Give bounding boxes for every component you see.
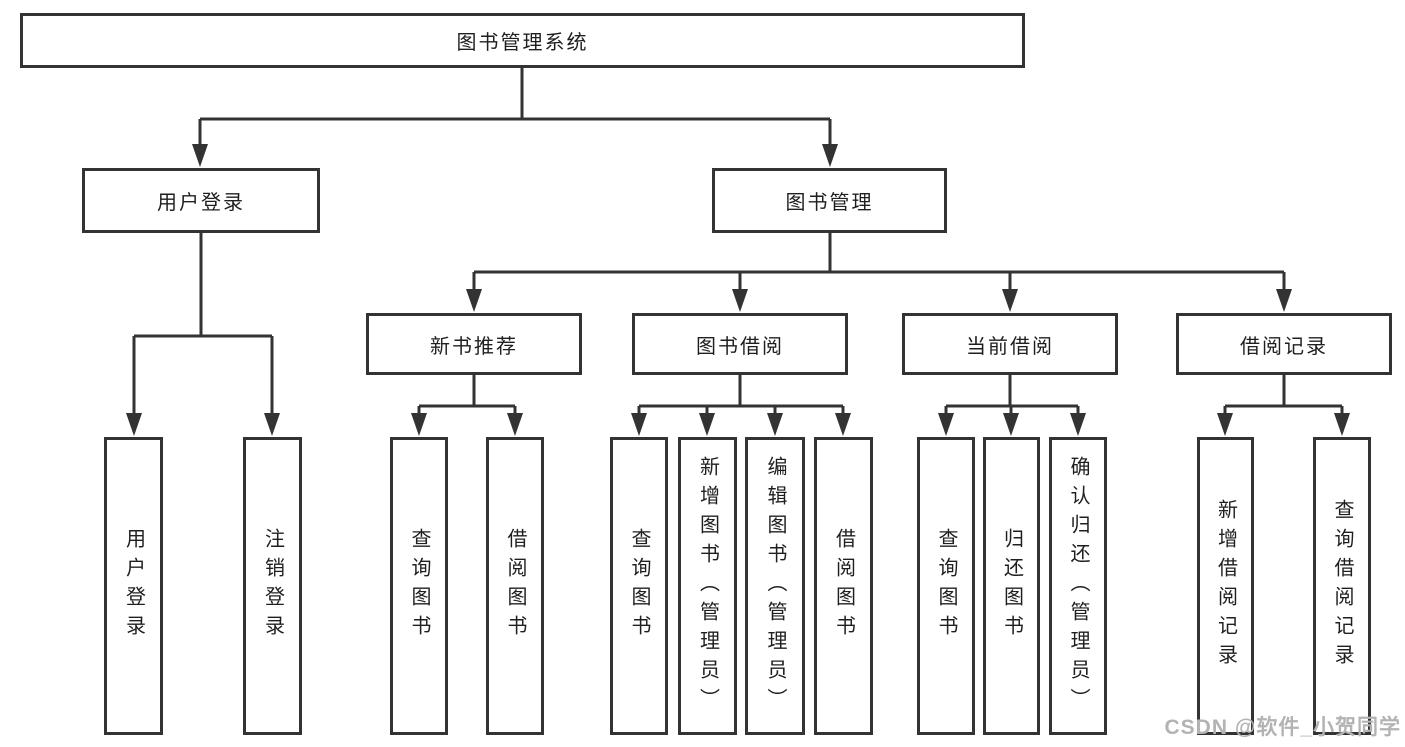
- leaf-label: 用户登录: [122, 528, 145, 644]
- node-user-login: 用户登录: [82, 168, 320, 233]
- node-book-borrow: 图书借阅: [632, 313, 848, 375]
- node-borrow-records: 借阅记录: [1176, 313, 1392, 375]
- leaf-label: 注销登录: [261, 528, 284, 644]
- leaf-node-query-books-1: 查询图书: [390, 437, 448, 735]
- leaf-label: 确认归还（管理员）: [1067, 455, 1089, 717]
- leaf-label: 编辑图书（管理员）: [764, 455, 786, 717]
- leaf-node-confirm-return-admin: 确认归还（管理员）: [1049, 437, 1107, 735]
- node-label: 用户登录: [157, 192, 245, 214]
- leaf-node-borrow-books-1: 借阅图书: [486, 437, 544, 735]
- leaf-label: 查询借阅记录: [1331, 499, 1353, 673]
- node-current-borrow: 当前借阅: [902, 313, 1118, 375]
- leaf-label: 查询图书: [408, 528, 430, 644]
- node-book-management: 图书管理: [712, 168, 947, 233]
- leaf-node-user-login: 用户登录: [104, 437, 163, 735]
- leaf-node-logout: 注销登录: [243, 437, 302, 735]
- node-label: 借阅记录: [1240, 335, 1328, 358]
- leaf-label: 借阅图书: [832, 528, 855, 644]
- leaf-node-borrow-books-2: 借阅图书: [814, 437, 873, 735]
- leaf-node-query-books-3: 查询图书: [917, 437, 975, 735]
- leaf-node-edit-books-admin: 编辑图书（管理员）: [745, 437, 805, 735]
- leaf-node-add-books-admin: 新增图书（管理员）: [678, 437, 737, 735]
- leaf-node-query-books-2: 查询图书: [610, 437, 668, 735]
- leaf-label: 归还图书: [1000, 528, 1023, 644]
- root-node-label: 图书管理系统: [456, 32, 589, 54]
- root-node-library-system: 图书管理系统: [20, 13, 1025, 68]
- node-label: 图书借阅: [696, 335, 784, 358]
- node-label: 当前借阅: [966, 335, 1054, 358]
- node-label: 图书管理: [785, 192, 874, 214]
- node-label: 新书推荐: [430, 335, 518, 358]
- leaf-label: 新增图书（管理员）: [696, 455, 719, 717]
- node-new-book-recommend: 新书推荐: [366, 313, 582, 375]
- leaf-node-query-borrow-record: 查询借阅记录: [1313, 437, 1371, 735]
- leaf-label: 查询图书: [628, 528, 650, 644]
- leaf-node-return-books: 归还图书: [983, 437, 1040, 735]
- watermark: CSDN @软件_小贺同学: [1164, 716, 1401, 739]
- leaf-label: 新增借阅记录: [1214, 499, 1237, 673]
- leaf-node-add-borrow-record: 新增借阅记录: [1197, 437, 1254, 735]
- leaf-label: 借阅图书: [504, 528, 526, 644]
- leaf-label: 查询图书: [935, 528, 957, 644]
